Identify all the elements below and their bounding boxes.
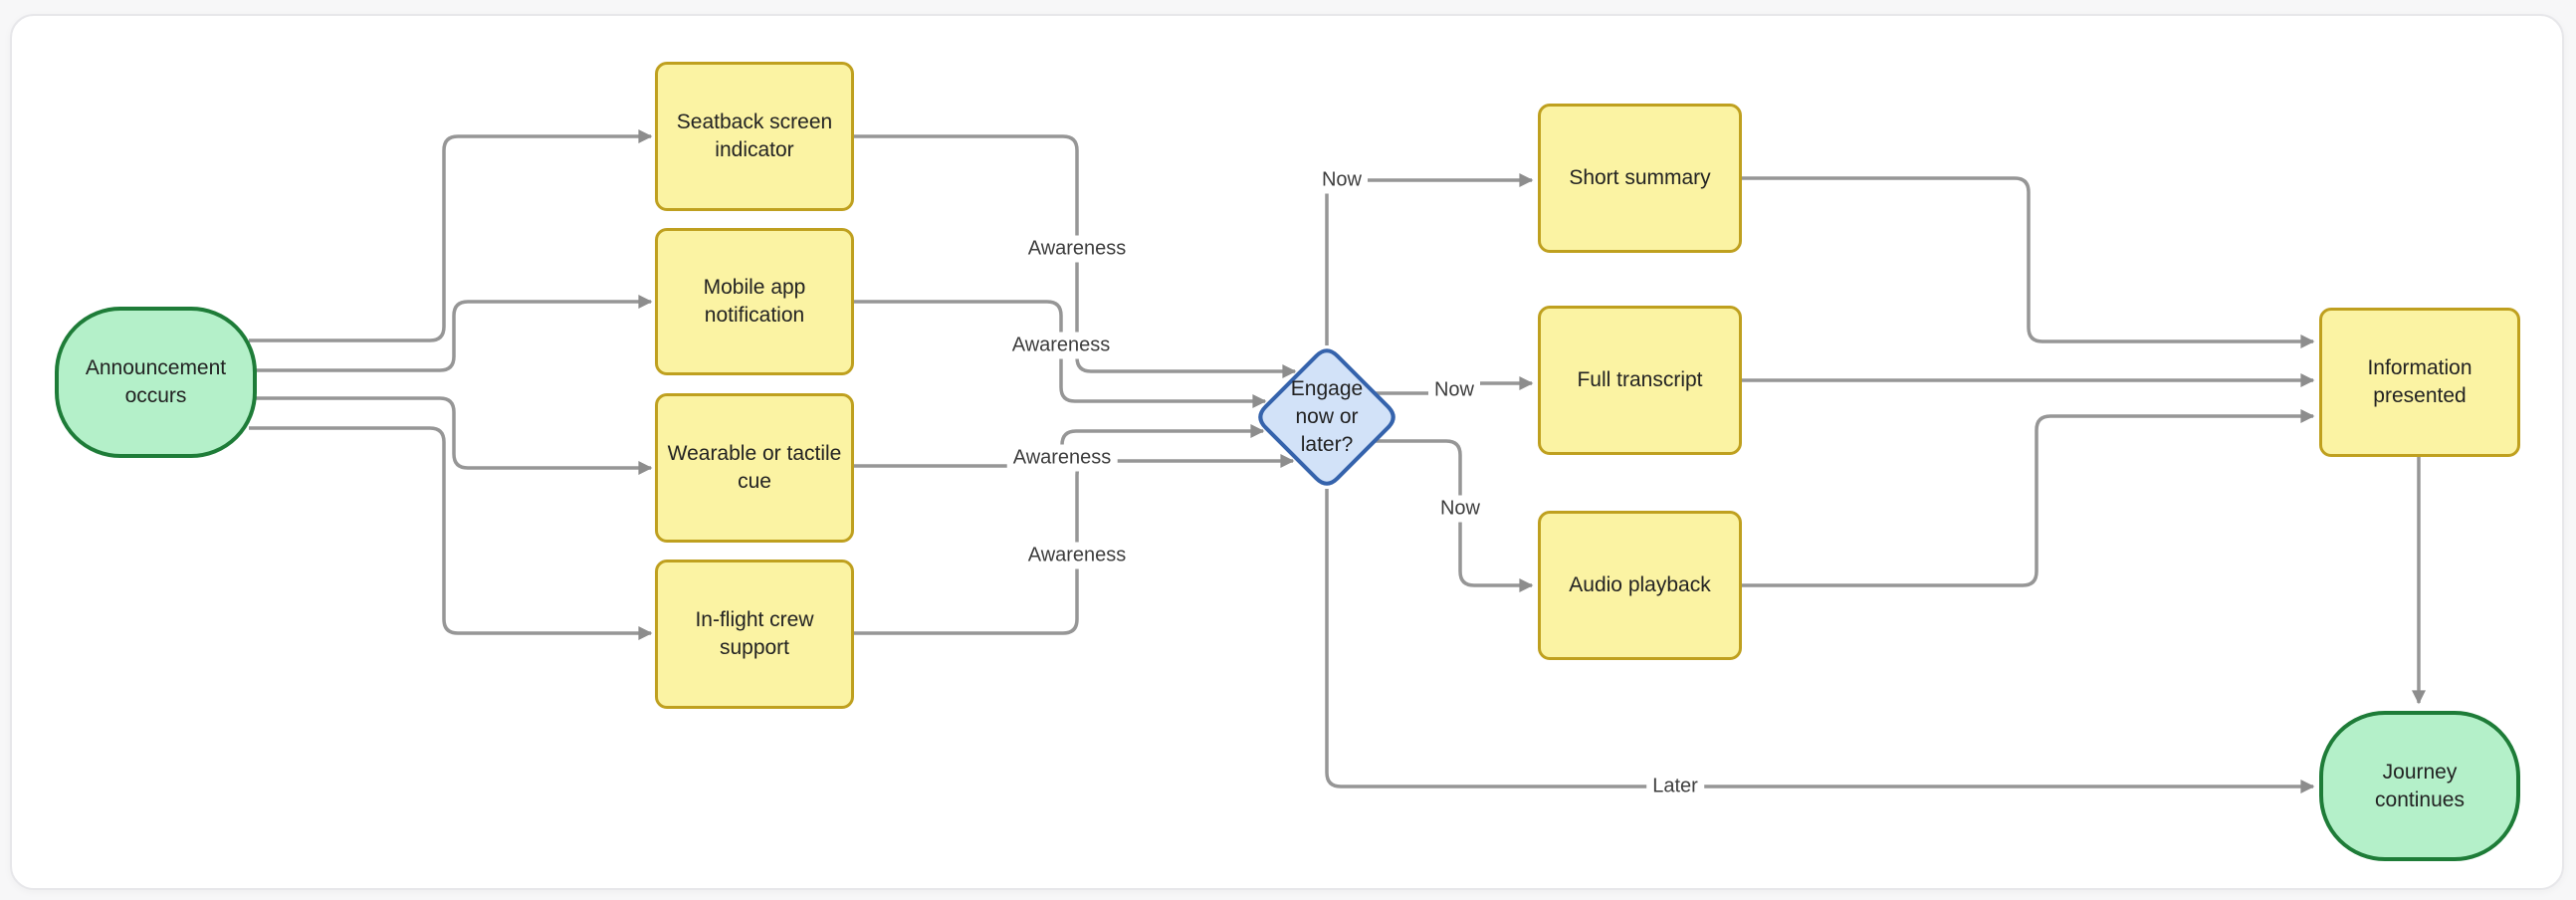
node-label: Information presented (2367, 356, 2472, 407)
edge-decision-short-summary (1325, 173, 1534, 345)
node-label: Seatback screen indicator (676, 111, 833, 161)
edge-label-awareness-mobile: Awareness (1005, 332, 1117, 359)
node-label: Mobile app notification (703, 276, 806, 327)
edge-announcement-wearable (249, 396, 653, 475)
edge-label-awareness-seatback: Awareness (1021, 235, 1133, 263)
node-label: Engage now or later? (1290, 377, 1364, 456)
edge-label-awareness-inflight: Awareness (1021, 542, 1133, 569)
node-wearable-or-tactile-cue[interactable]: Wearable or tactile cue (655, 393, 854, 543)
node-label: Full transcript (1577, 368, 1703, 392)
node-inflight-crew-support[interactable]: In-flight crew support (655, 560, 854, 709)
edge-label-now-full-transcript: Now (1427, 376, 1481, 404)
decision-diamond-shape (1258, 348, 1395, 486)
edge-decision-journey (1325, 489, 2315, 793)
node-short-summary[interactable]: Short summary (1538, 104, 1742, 253)
node-label: Wearable or tactile cue (667, 442, 842, 493)
node-label: Audio playback (1569, 573, 1711, 597)
node-information-presented[interactable]: Information presented (2319, 308, 2520, 457)
edge-audio-playback-information (1742, 409, 2315, 587)
edge-label-later: Later (1646, 773, 1704, 800)
edge-announcement-inflight (249, 426, 653, 640)
edge-label-now-short-summary: Now (1315, 166, 1369, 194)
edge-label-awareness-wearable: Awareness (1006, 444, 1118, 472)
node-announcement-occurs[interactable]: Announcement occurs (55, 307, 257, 458)
node-label: Journey continues (2375, 760, 2465, 811)
node-mobile-app-notification[interactable]: Mobile app notification (655, 228, 854, 375)
edge-label-now-audio-playback: Now (1433, 495, 1487, 523)
node-full-transcript[interactable]: Full transcript (1538, 306, 1742, 455)
node-label: Announcement occurs (85, 356, 227, 407)
node-label: Short summary (1569, 166, 1711, 190)
edge-announcement-mobile (249, 295, 653, 372)
edge-short-summary-information (1742, 176, 2315, 348)
edge-announcement-seatback (249, 129, 653, 342)
node-label: In-flight crew support (695, 608, 814, 659)
node-decision-engage-now-or-later[interactable]: Engage now or later? (1255, 345, 1398, 489)
node-journey-continues[interactable]: Journey continues (2319, 711, 2520, 861)
diagram-card (10, 14, 2564, 890)
node-seatback-screen-indicator[interactable]: Seatback screen indicator (655, 62, 854, 211)
node-audio-playback[interactable]: Audio playback (1538, 511, 1742, 660)
